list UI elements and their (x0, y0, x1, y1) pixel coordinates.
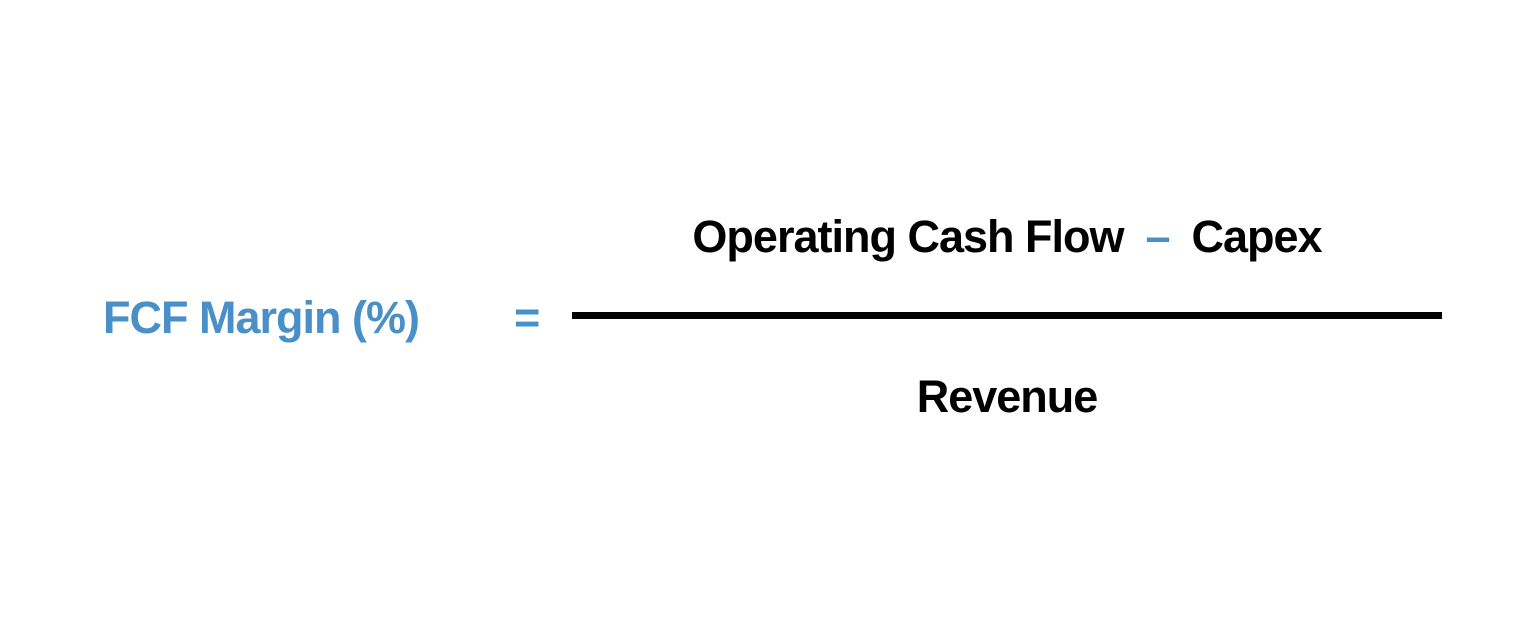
minus-operator: – (1145, 211, 1170, 262)
numerator-term-operating-cash-flow: Operating Cash Flow (692, 211, 1124, 262)
equals-sign: = (514, 292, 541, 343)
denominator: Revenue (916, 371, 1099, 422)
fraction-bar (572, 312, 1442, 319)
formula-lhs: FCF Margin (%) (103, 292, 420, 343)
numerator-term-capex: Capex (1191, 211, 1323, 262)
numerator: Operating Cash Flow–Capex (572, 206, 1442, 268)
